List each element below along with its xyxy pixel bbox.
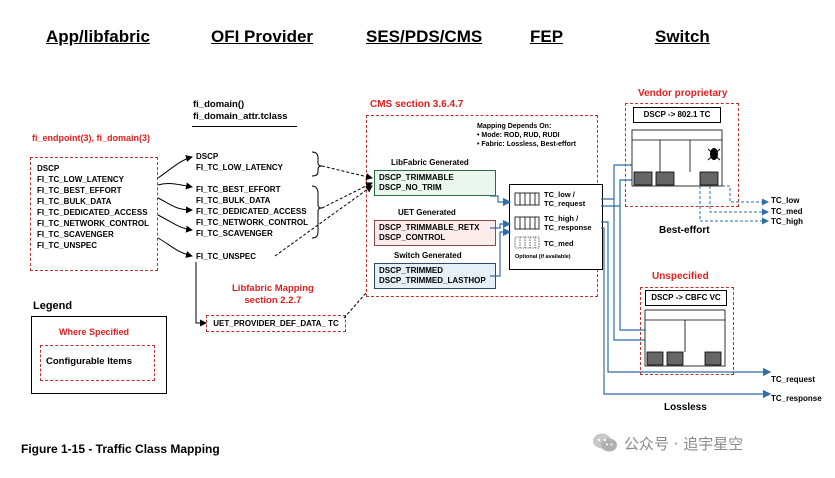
ofi-item: FI_TC_UNSPEC xyxy=(196,252,257,261)
app-where-specified: fi_endpoint(3), fi_domain(3) xyxy=(32,133,150,143)
tc-request-output: TC_request xyxy=(771,375,816,384)
ofi-item: FI_TC_BEST_EFFORT xyxy=(196,185,281,194)
lossless-label: Lossless xyxy=(664,402,707,413)
cms-mapping-mode: Mode: ROD, RUD, RUDI xyxy=(481,132,560,139)
unspecified-map-label: DSCP -> CBFC VC xyxy=(651,293,721,302)
ofi-item: FI_TC_LOW_LATENCY xyxy=(196,163,283,172)
app-config-box: DSCP FI_TC_LOW_LATENCY FI_TC_BEST_EFFORT… xyxy=(30,157,158,271)
legend-box xyxy=(31,316,167,394)
wechat-icon xyxy=(593,433,617,452)
ofi-item: FI_TC_BULK_DATA xyxy=(196,196,271,205)
header-fep: FEP xyxy=(530,27,564,46)
app-item: FI_TC_UNSPEC xyxy=(37,241,98,250)
ofi-title-underline xyxy=(192,126,297,127)
ofi-mapping-line xyxy=(195,262,207,327)
brace xyxy=(311,185,323,239)
tc-med-output: TC_med xyxy=(771,207,803,216)
app-item: FI_TC_NETWORK_CONTROL xyxy=(37,219,149,228)
arrow-app-to-ofi xyxy=(157,155,193,179)
libfabric-generated-label: LibFabric Generated xyxy=(391,158,469,167)
fep-queue2-line1: TC_high / xyxy=(544,214,579,223)
dscp-trimmed-lasthop: DSCP_TRIMMED_LASTHOP xyxy=(379,276,486,285)
app-item: FI_TC_LOW_LATENCY xyxy=(37,175,124,184)
arrow-app-to-ofi xyxy=(157,182,193,190)
fep-queue2-line2: TC_response xyxy=(544,223,592,232)
fep-queue3-label: TC_med xyxy=(544,239,574,248)
uet-generated-box: DSCP_TRIMMABLE_RETX DSCP_CONTROL xyxy=(374,220,496,246)
unspecified-title: Unspecified xyxy=(652,271,709,282)
dscp-no-trim: DSCP_NO_TRIM xyxy=(379,183,442,192)
app-item: FI_TC_BEST_EFFORT xyxy=(37,186,122,195)
arrow-app-to-ofi xyxy=(157,214,193,233)
uet-provider-def-data-box: UET_PROVIDER_DEF_DATA_ TC xyxy=(206,315,346,332)
uet-provider-def-data-label: UET_PROVIDER_DEF_DATA_ TC xyxy=(213,319,339,328)
watermark-text: 公众号 · 追宇星空 xyxy=(624,434,744,453)
cms-title: CMS section 3.6.4.7 xyxy=(370,99,464,110)
header-switch: Switch xyxy=(655,27,710,46)
fep-queue1-line1: TC_low / xyxy=(544,190,575,199)
ofi-title-line2: fi_domain_attr.tclass xyxy=(193,111,288,122)
ofi-item: FI_TC_SCAVENGER xyxy=(196,229,273,238)
cms-mapping-item: • Fabric: Lossless, Best-effort xyxy=(477,141,576,148)
vendor-map-label: DSCP -> 802.1 TC xyxy=(643,110,711,119)
ofi-title-line1: fi_domain() xyxy=(193,99,245,110)
libfabric-mapping-title: Libfabric Mapping xyxy=(232,283,314,294)
ofi-item: FI_TC_NETWORK_CONTROL xyxy=(196,218,308,227)
switch-generated-box: DSCP_TRIMMED DSCP_TRIMMED_LASTHOP xyxy=(374,263,496,289)
app-item: FI_TC_DEDICATED_ACCESS xyxy=(37,208,148,217)
libfabric-generated-box: DSCP_TRIMMABLE DSCP_NO_TRIM xyxy=(374,170,496,196)
app-item: FI_TC_BULK_DATA xyxy=(37,197,112,206)
dashed-arrow xyxy=(321,182,373,209)
app-item: FI_TC_SCAVENGER xyxy=(37,230,114,239)
vendor-proprietary-title: Vendor proprietary xyxy=(638,88,728,99)
legend-configurable-label: Configurable Items xyxy=(46,356,133,367)
tc-high-output: TC_high xyxy=(771,217,803,226)
cms-mapping-title: Mapping Depends On: xyxy=(477,123,552,130)
header-ses-pds-cms: SES/PDS/CMS xyxy=(366,27,483,46)
fep-queue1-line2: TC_request xyxy=(544,199,586,208)
header-ofi-provider: OFI Provider xyxy=(211,27,314,46)
vendor-map-box: DSCP -> 802.1 TC xyxy=(633,107,721,123)
dashed-arrow xyxy=(321,165,373,181)
dscp-trimmable-retx: DSCP_TRIMMABLE_RETX xyxy=(379,223,480,232)
brace xyxy=(311,151,323,177)
legend-configurable-box xyxy=(40,345,155,381)
dscp-trimmed: DSCP_TRIMMED xyxy=(379,266,444,275)
dscp-control: DSCP_CONTROL xyxy=(379,233,446,242)
arrow-app-to-ofi xyxy=(157,237,193,258)
ofi-item: DSCP xyxy=(196,152,219,161)
ofi-item: FI_TC_DEDICATED_ACCESS xyxy=(196,207,307,216)
cms-mapping-fabric: Fabric: Lossless, Best-effort xyxy=(481,141,576,148)
cms-mapping-item: • Mode: ROD, RUD, RUDI xyxy=(477,132,560,139)
dashed-link xyxy=(343,292,367,319)
header-app: App/libfabric xyxy=(46,27,150,46)
vendor-switch-box xyxy=(625,103,739,207)
figure-caption: Figure 1-15 - Traffic Class Mapping xyxy=(21,442,220,456)
fep-optional-label: Optional (if available) xyxy=(515,254,571,260)
best-effort-label: Best-effort xyxy=(659,225,710,236)
app-item: DSCP xyxy=(37,164,60,173)
uet-generated-label: UET Generated xyxy=(398,208,456,217)
tc-low-output: TC_low xyxy=(771,196,800,205)
libfabric-mapping-section: section 2.2.7 xyxy=(244,295,302,306)
dscp-trimmable: DSCP_TRIMMABLE xyxy=(379,173,454,182)
legend-title: Legend xyxy=(33,300,73,312)
unspecified-map-box: DSCP -> CBFC VC xyxy=(645,290,727,306)
switch-generated-label: Switch Generated xyxy=(394,251,462,260)
arrow-app-to-ofi xyxy=(157,197,193,214)
tc-response-output: TC_response xyxy=(771,394,822,403)
legend-where-specified: Where Specified xyxy=(59,327,130,337)
